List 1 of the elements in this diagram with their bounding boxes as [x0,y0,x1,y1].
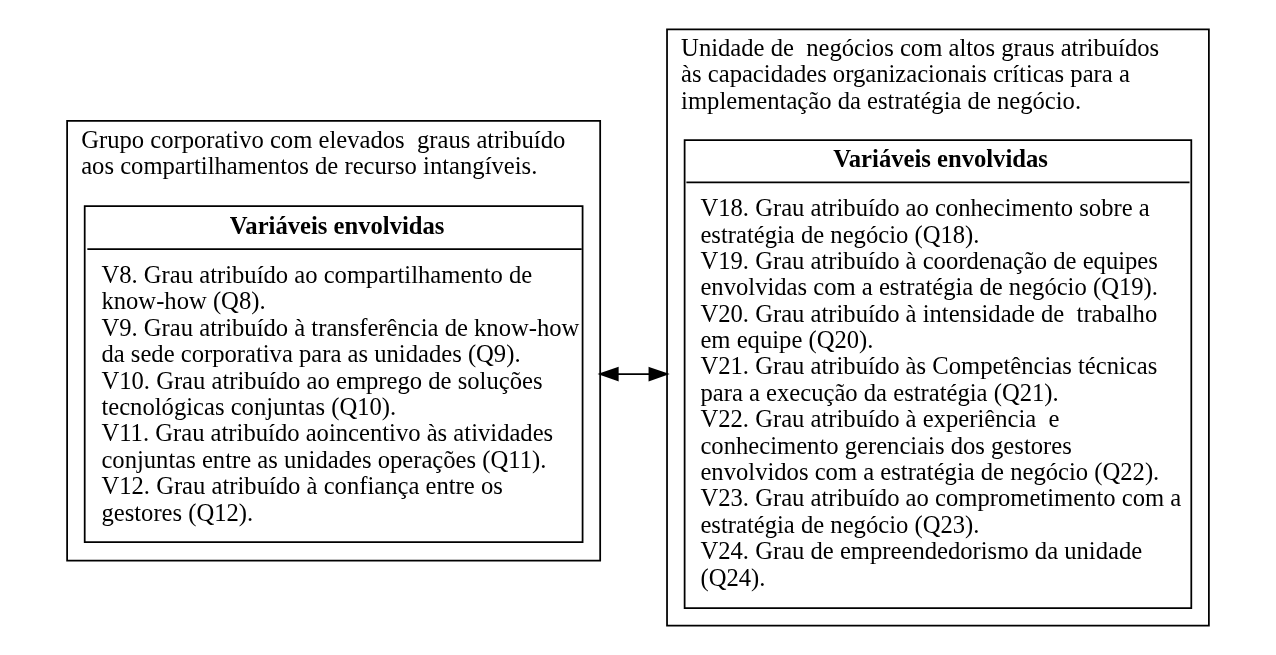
arrow [597,366,670,382]
